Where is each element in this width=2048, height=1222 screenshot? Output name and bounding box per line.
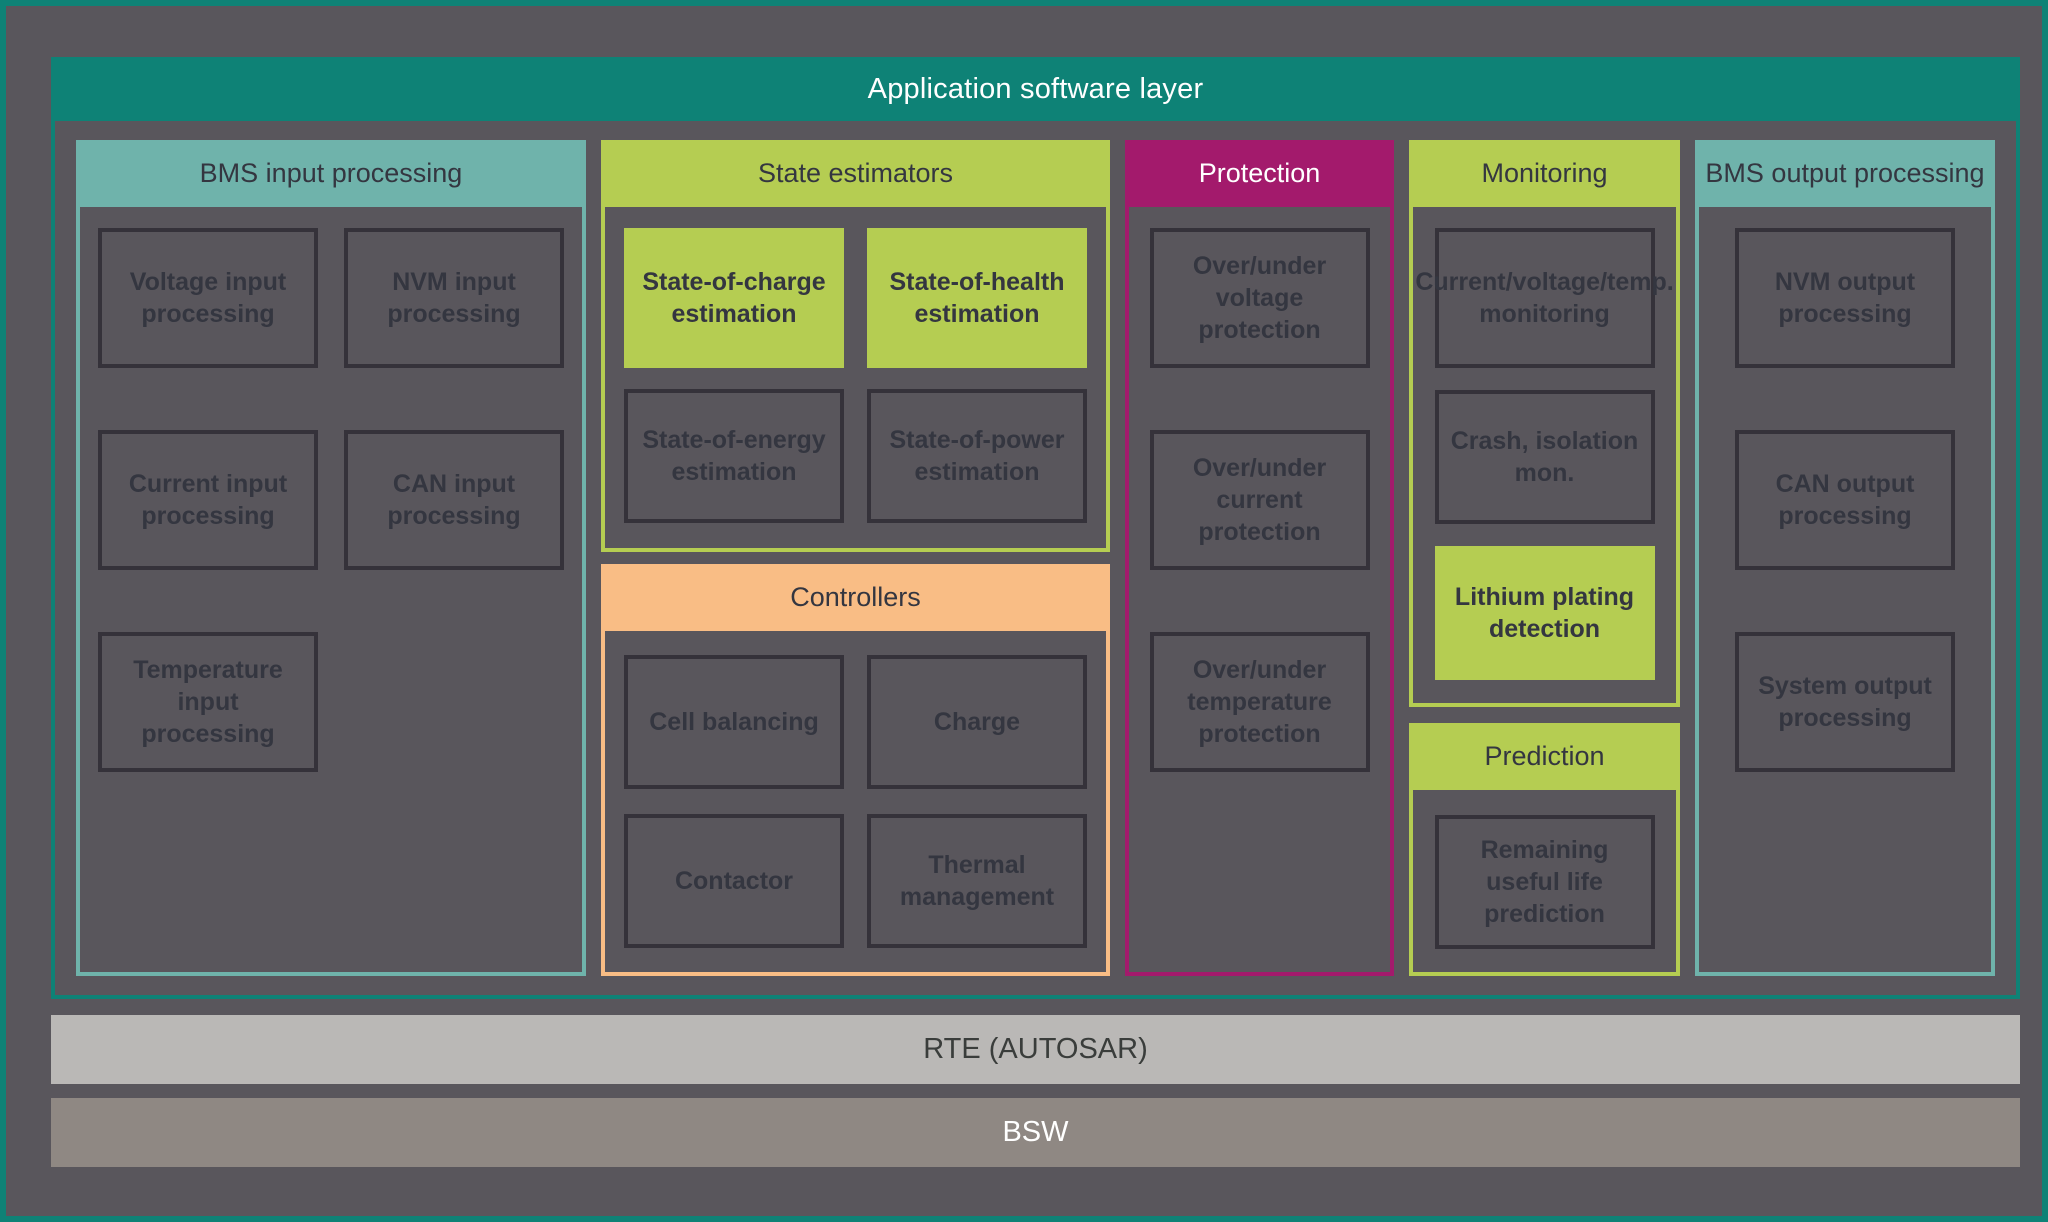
box-label: CAN output processing [1775,470,1915,530]
box-label: State-of-charge estimation [642,268,826,328]
section-header-protection: Protection [1125,140,1394,207]
box-state-of-charge-estimation: State-of-charge estimation [624,228,844,368]
box-label: System output processing [1758,672,1932,732]
box-label: Current/voltage/temp. monitoring [1415,268,1674,328]
box-thermal-management: Thermal management [867,814,1087,948]
box-state-of-energy-estimation: State-of-energy estimation [624,389,844,523]
section-bms-input-processing: BMS input processing Voltage input proce… [76,140,586,976]
section-header-prediction: Prediction [1409,723,1680,790]
grid-spacer [344,632,564,772]
box-label: State-of-power estimation [889,426,1065,486]
box-charge: Charge [867,655,1087,789]
box-label: Temperature input processing [133,656,283,748]
section-header-bms-input-processing: BMS input processing [76,140,586,207]
section-title: Prediction [1484,741,1605,771]
box-contactor: Contactor [624,814,844,948]
section-body-bms-output-processing: NVM output processing CAN output process… [1695,207,1995,976]
box-can-input-processing: CAN input processing [344,430,564,570]
box-state-of-power-estimation: State-of-power estimation [867,389,1087,523]
box-nvm-output-processing: NVM output processing [1735,228,1955,368]
section-header-state-estimators: State estimators [601,140,1110,207]
section-header-bms-output-processing: BMS output processing [1695,140,1995,207]
box-label: Crash, isolation mon. [1450,427,1639,487]
bsw-layer: BSW [51,1098,2020,1167]
box-current-input-processing: Current input processing [98,430,318,570]
section-header-controllers: Controllers [601,564,1110,631]
column-state-estimators-controllers: State estimators State-of-charge estimat… [601,140,1110,976]
section-title: State estimators [757,158,954,188]
rte-autosar-layer: RTE (AUTOSAR) [51,1015,2020,1084]
box-voltage-input-processing: Voltage input processing [98,228,318,368]
box-lithium-plating-detection: Lithium plating detection [1434,546,1655,680]
section-header-monitoring: Monitoring [1409,140,1680,207]
section-protection: Protection Over/under voltage protection… [1125,140,1394,976]
section-controllers: Controllers Cell balancing Charge Contac… [601,564,1110,976]
section-title: Protection [1198,158,1321,188]
box-label: Cell balancing [649,708,819,736]
box-over-under-current-protection: Over/under current protection [1149,430,1370,570]
box-nvm-input-processing: NVM input processing [344,228,564,368]
section-title: Controllers [790,582,921,612]
rte-layer-label: RTE (AUTOSAR) [923,1033,1148,1065]
box-grid: Cell balancing Charge Contactor Thermal … [605,631,1106,948]
box-label: Charge [933,708,1021,736]
section-body-bms-input-processing: Voltage input processing NVM input proce… [76,207,586,976]
section-prediction: Prediction Remaining useful life predict… [1409,723,1680,976]
column-protection: Protection Over/under voltage protection… [1125,140,1394,976]
box-stack: NVM output processing CAN output process… [1699,207,1991,772]
box-label: Voltage input processing [129,268,287,328]
column-monitoring-prediction: Monitoring Current/voltage/temp. monitor… [1409,140,1680,976]
box-label: Over/under temperature protection [1187,656,1332,748]
box-over-under-temperature-protection: Over/under temperature protection [1149,632,1370,772]
box-label: Contactor [674,867,794,895]
section-gap [1409,707,1680,723]
box-current-voltage-temp-monitoring: Current/voltage/temp. monitoring [1415,228,1674,368]
box-temperature-input-processing: Temperature input processing [98,632,318,772]
box-label: CAN input processing [387,470,521,530]
box-label: Over/under current protection [1192,454,1327,546]
box-cell-balancing: Cell balancing [624,655,844,789]
box-label: Remaining useful life prediction [1480,836,1609,928]
section-gap [601,552,1110,564]
box-grid: State-of-charge estimation State-of-heal… [605,207,1106,523]
application-software-layer-header: Application software layer [51,57,2020,121]
box-stack: Over/under voltage protection Over/under… [1129,207,1390,772]
section-state-estimators: State estimators State-of-charge estimat… [601,140,1110,552]
box-over-under-voltage-protection: Over/under voltage protection [1149,228,1370,368]
box-label: NVM input processing [387,268,521,328]
bsw-layer-label: BSW [1002,1116,1069,1148]
section-bms-output-processing: BMS output processing NVM output process… [1695,140,1995,976]
application-software-layer-title: Application software layer [867,72,1204,105]
box-label: Over/under voltage protection [1192,252,1327,344]
box-state-of-health-estimation: State-of-health estimation [867,228,1087,368]
section-body-monitoring: Current/voltage/temp. monitoring Crash, … [1409,207,1680,707]
box-stack: Current/voltage/temp. monitoring Crash, … [1413,207,1676,680]
application-software-layer-body: BMS input processing Voltage input proce… [51,121,2020,999]
section-title: BMS output processing [1705,158,1985,188]
box-crash-isolation-monitoring: Crash, isolation mon. [1434,390,1655,524]
section-title: BMS input processing [199,158,463,188]
box-label: Current input processing [128,470,288,530]
box-label: State-of-energy estimation [642,426,826,486]
box-can-output-processing: CAN output processing [1735,430,1955,570]
box-grid: Voltage input processing NVM input proce… [80,207,582,772]
column-bms-input-processing: BMS input processing Voltage input proce… [76,140,586,976]
box-label: NVM output processing [1774,268,1916,328]
box-label: State-of-health estimation [889,268,1065,328]
section-body-state-estimators: State-of-charge estimation State-of-heal… [601,207,1110,552]
section-body-prediction: Remaining useful life prediction [1409,790,1680,976]
section-body-controllers: Cell balancing Charge Contactor Thermal … [601,631,1110,976]
box-label: Lithium plating detection [1454,583,1635,643]
column-bms-output-processing: BMS output processing NVM output process… [1695,140,1995,976]
box-system-output-processing: System output processing [1735,632,1955,772]
section-body-protection: Over/under voltage protection Over/under… [1125,207,1394,976]
box-remaining-useful-life-prediction: Remaining useful life prediction [1434,815,1655,949]
section-title: Monitoring [1481,158,1608,188]
box-stack: Remaining useful life prediction [1413,790,1676,949]
box-label: Thermal management [899,851,1055,911]
section-monitoring: Monitoring Current/voltage/temp. monitor… [1409,140,1680,707]
